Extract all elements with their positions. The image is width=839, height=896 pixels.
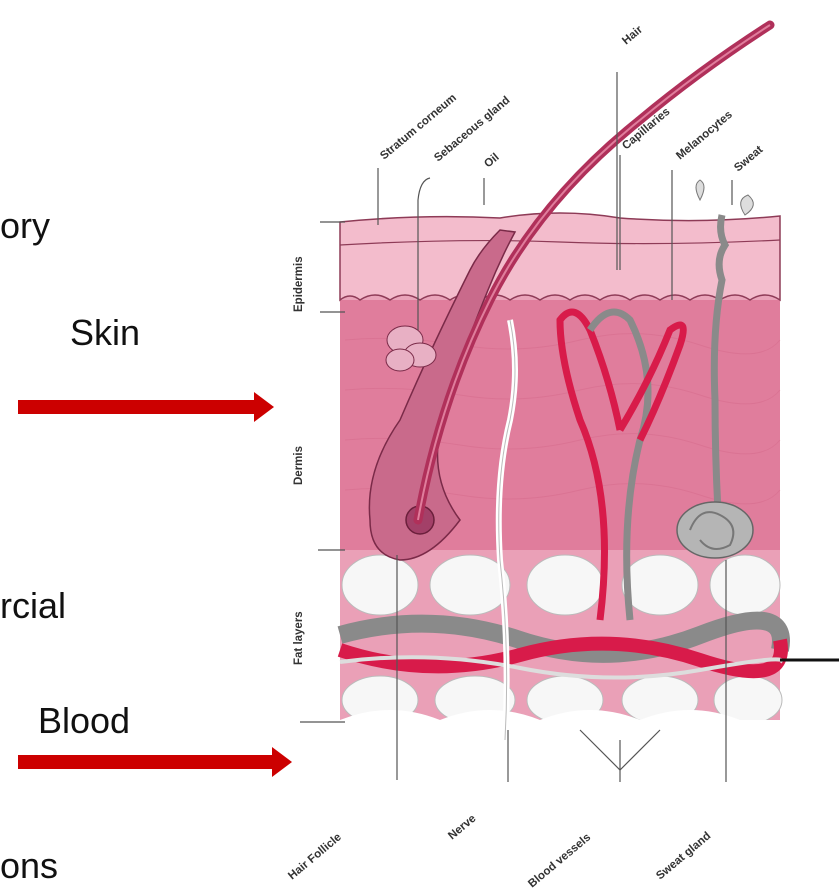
blood-arrow	[18, 747, 292, 777]
label-hair: Hair	[620, 23, 645, 47]
skin-arrow	[18, 392, 274, 422]
label-oil: Oil	[482, 151, 501, 170]
label-fat-layers: Fat layers	[293, 611, 305, 665]
label-blood-vessels: Blood vessels	[526, 831, 593, 890]
label-nerve: Nerve	[446, 813, 478, 843]
label-melanocytes: Melanocytes	[674, 109, 735, 163]
label-hair-follicle: Hair Follicle	[286, 831, 344, 882]
label-dermis: Dermis	[293, 446, 305, 485]
label-sweat: Sweat	[732, 144, 765, 175]
label-epidermis: Epidermis	[293, 256, 305, 312]
label-sweat-gland: Sweat gland	[654, 830, 713, 882]
